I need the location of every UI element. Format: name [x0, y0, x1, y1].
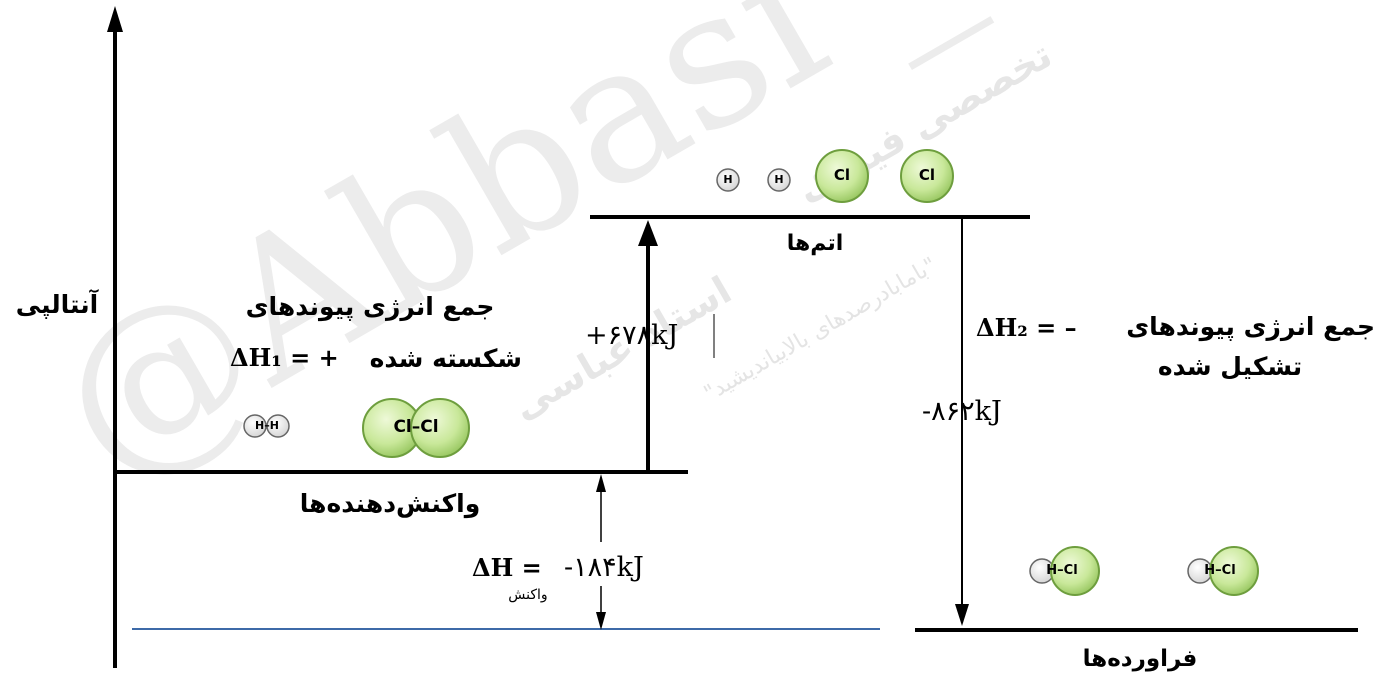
- enthalpy-axis: [107, 6, 123, 668]
- atom-cl-1-label: Cl: [833, 166, 851, 184]
- dh2-symbol: ΔH₂ = –: [976, 313, 1077, 342]
- reactants-level-label: واکنش‌دهنده‌ها: [299, 489, 481, 518]
- bonds-broken-value: +۶۷۸kJ: [585, 320, 679, 351]
- bonds-formed-subtitle: تشکیل شده: [1157, 352, 1303, 381]
- enthalpy-axis-label: آنتالپی: [15, 290, 99, 319]
- reaction-enthalpy-arrow: [596, 474, 606, 630]
- reaction-dh-subscript: واکنش: [508, 587, 548, 603]
- bonds-formed-arrow: [955, 219, 969, 626]
- bonds-formed-value: -۸۶۲kJ: [922, 396, 1002, 427]
- reaction-dh-value: -۱۸۴kJ: [564, 552, 644, 583]
- product-molecules: [1029, 546, 1259, 596]
- reaction-dh-symbol: ΔH =: [472, 553, 542, 582]
- product-hcl-2-label: H–Cl: [1204, 563, 1236, 578]
- bonds-formed-title: جمع انرژی پیوندهای: [1126, 312, 1375, 341]
- atoms-molecules: [716, 149, 954, 203]
- atom-h-2-label: H: [774, 173, 784, 186]
- product-hcl-1-label: H–Cl: [1046, 563, 1078, 578]
- products-level-label: فراورده‌ها: [1082, 646, 1198, 672]
- reactant-cl2-label: Cl–Cl: [393, 417, 439, 437]
- atom-h-1-label: H: [723, 173, 733, 186]
- bonds-broken-arrow: [638, 220, 658, 472]
- bonds-broken-subtitle: شکسته شده: [369, 344, 522, 373]
- bonds-broken-title: جمع انرژی پیوندهای: [245, 292, 495, 321]
- dh1-symbol: ΔH₁ = +: [230, 343, 339, 372]
- atom-cl-2-label: Cl: [918, 166, 936, 184]
- atoms-level-label: اتم‌ها: [786, 231, 844, 256]
- reactant-h2-label: H–H: [255, 419, 279, 432]
- reactant-molecules: [243, 398, 470, 458]
